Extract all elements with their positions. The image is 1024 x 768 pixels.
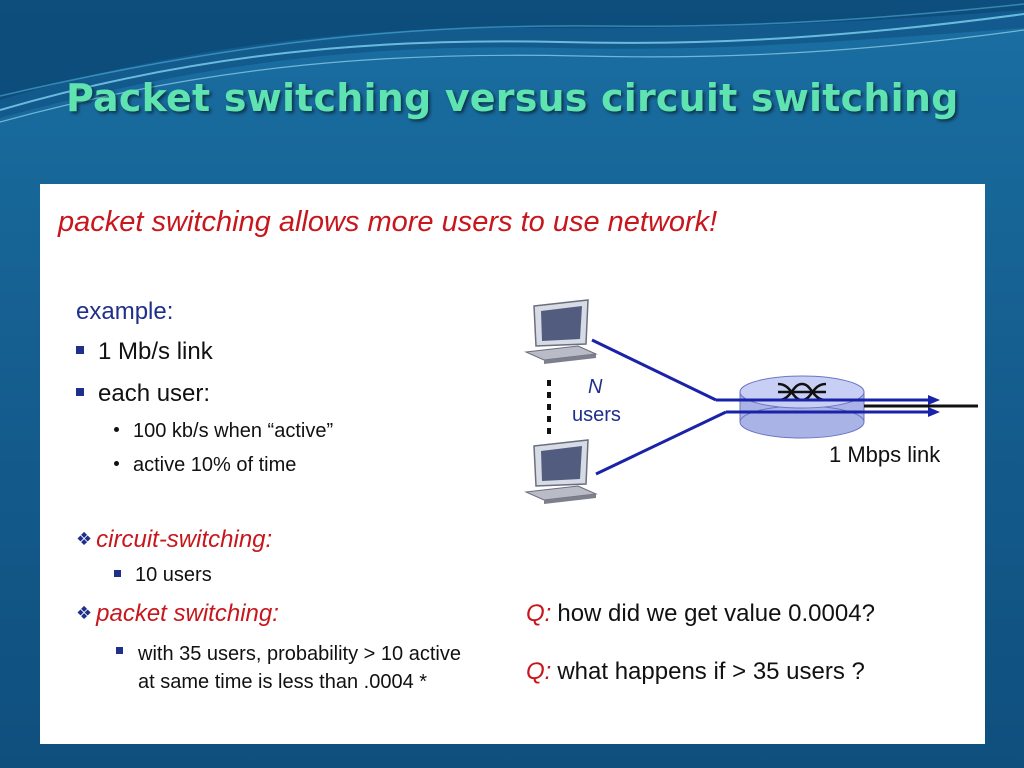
question-text: how did we get value 0.0004? — [557, 600, 875, 627]
sub-bullet-item: 100 kb/s when “active” — [114, 420, 333, 443]
network-diagram — [524, 299, 978, 504]
bullet-item: each user: — [76, 380, 210, 408]
bullet-item: 1 Mb/s link — [76, 338, 213, 366]
computer-icon — [524, 299, 598, 364]
packet-switching-item: with 35 users, probability > 10 active a… — [116, 640, 468, 696]
circuit-switching-item: 10 users — [114, 564, 212, 587]
diamond-bullet-icon: ❖ — [76, 603, 93, 623]
slide-title: Packet switching versus circuit switchin… — [66, 76, 959, 120]
user-link-line — [595, 410, 727, 476]
square-bullet-icon — [76, 388, 84, 396]
arrowhead-icon — [928, 395, 940, 405]
background-waves — [0, 0, 1024, 123]
sub-bullet-text: 100 kb/s when “active” — [133, 420, 334, 442]
square-bullet-icon — [76, 346, 84, 354]
router-icon — [739, 375, 865, 439]
example-label: example: — [76, 298, 174, 325]
square-bullet-icon — [114, 570, 121, 577]
arrowhead-icon — [928, 407, 940, 417]
user-link-line — [591, 338, 717, 402]
bullet-text: each user: — [98, 380, 211, 407]
bullet-text: 1 Mb/s link — [98, 338, 213, 365]
question-prefix: Q: — [526, 658, 552, 685]
packet-switching-text: with 35 users, probability > 10 active a… — [138, 643, 461, 693]
circuit-switching-label: ❖circuit-switching: — [76, 526, 273, 553]
computer-icon — [524, 439, 598, 504]
question-text: what happens if > 35 users ? — [557, 658, 865, 685]
packet-switching-label: ❖packet switching: — [76, 600, 279, 627]
users-label: users — [572, 404, 621, 426]
sub-bullet-item: active 10% of time — [114, 454, 296, 477]
dot-bullet-icon — [114, 427, 119, 432]
square-bullet-icon — [116, 647, 123, 654]
diamond-bullet-icon: ❖ — [76, 529, 93, 549]
ellipsis-dots — [547, 380, 551, 434]
question-2: Q:what happens if > 35 users ? — [526, 658, 865, 686]
question-prefix: Q: — [526, 600, 552, 627]
sub-bullet-text: active 10% of time — [133, 454, 297, 476]
dot-bullet-icon — [114, 461, 119, 466]
headline: packet switching allows more users to us… — [58, 206, 718, 238]
n-label: N — [588, 376, 603, 398]
link-label: 1 Mbps link — [829, 442, 941, 467]
content-panel: packet switching allows more users to us… — [40, 184, 985, 744]
question-1: Q:how did we get value 0.0004? — [526, 600, 875, 628]
